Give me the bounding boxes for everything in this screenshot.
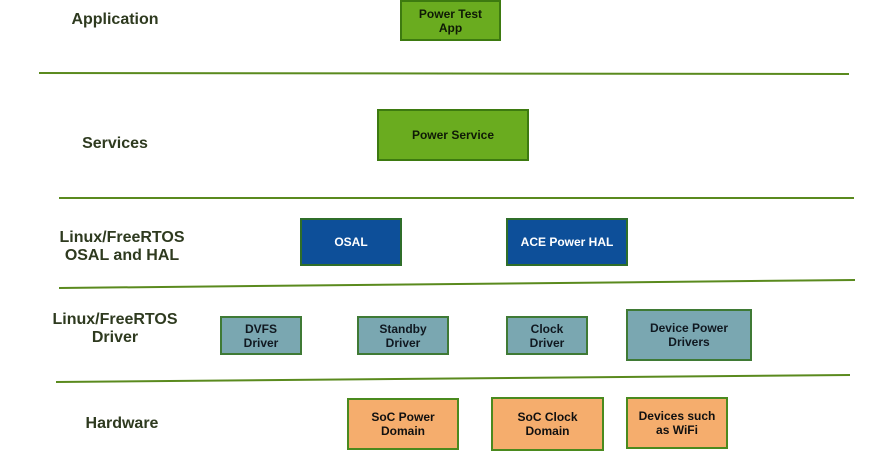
devices-wifi-box: Devices such as WiFi xyxy=(626,397,728,449)
power-test-app-box: Power Test App xyxy=(400,0,501,41)
soc-clock-domain-box: SoC Clock Domain xyxy=(491,397,604,451)
layer-label-services: Services xyxy=(82,135,148,152)
standby-driver-box: Standby Driver xyxy=(357,316,449,355)
layer-label-driver: Linux/FreeRTOS Driver xyxy=(52,311,178,346)
ace-power-hal-box: ACE Power HAL xyxy=(506,218,628,266)
soc-power-domain-box: SoC Power Domain xyxy=(347,398,459,450)
divider-application-services xyxy=(38,72,850,75)
power-service-box: Power Service xyxy=(377,109,529,161)
layer-label-application: Application xyxy=(71,11,159,28)
layer-label-hardware: Hardware xyxy=(85,415,159,432)
clock-driver-box: Clock Driver xyxy=(506,316,588,355)
layer-label-osal-hal: Linux/FreeRTOS OSAL and HAL xyxy=(59,229,185,264)
divider-hal-driver xyxy=(58,279,856,289)
device-power-drivers-box: Device Power Drivers xyxy=(626,309,752,361)
osal-box: OSAL xyxy=(300,218,402,266)
dvfs-driver-box: DVFS Driver xyxy=(220,316,302,355)
divider-driver-hardware xyxy=(55,374,851,383)
